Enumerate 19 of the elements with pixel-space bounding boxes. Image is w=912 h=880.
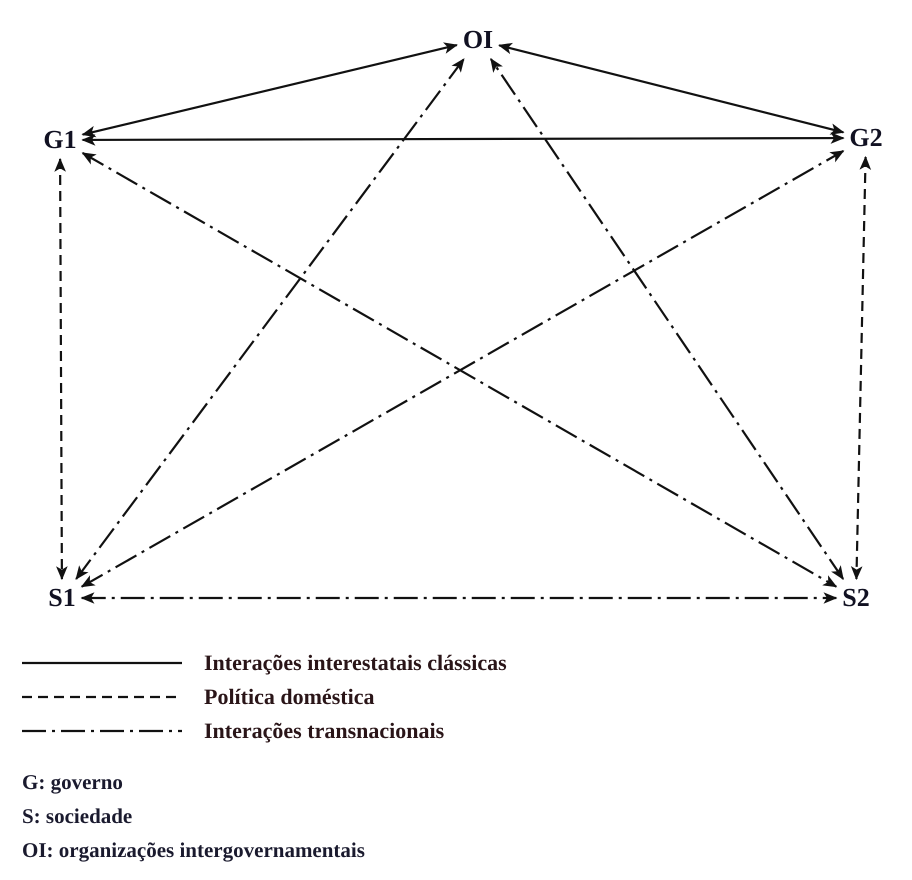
legend-text: Interações transnacionais: [204, 718, 444, 744]
node-label: S2: [840, 583, 872, 613]
abbreviation-note: OI: organizações intergovernamentais: [22, 838, 365, 863]
legend-text: Política doméstica: [204, 684, 374, 710]
arrow: [490, 58, 844, 580]
node-label: G1: [41, 125, 79, 155]
node-label: G2: [847, 123, 885, 153]
arrow: [81, 132, 845, 146]
arrow: [850, 156, 872, 580]
arrow: [75, 58, 465, 580]
legend-text: Interações interestatais clássicas: [204, 650, 507, 676]
node-label: OI: [460, 25, 496, 55]
arrow: [498, 42, 845, 135]
node-label: S1: [46, 583, 78, 613]
arrow: [80, 592, 838, 604]
arrow: [81, 42, 458, 138]
abbreviation-note: G: governo: [22, 770, 123, 795]
arrow: [54, 158, 68, 580]
abbreviation-note: S: sociedade: [22, 804, 132, 829]
